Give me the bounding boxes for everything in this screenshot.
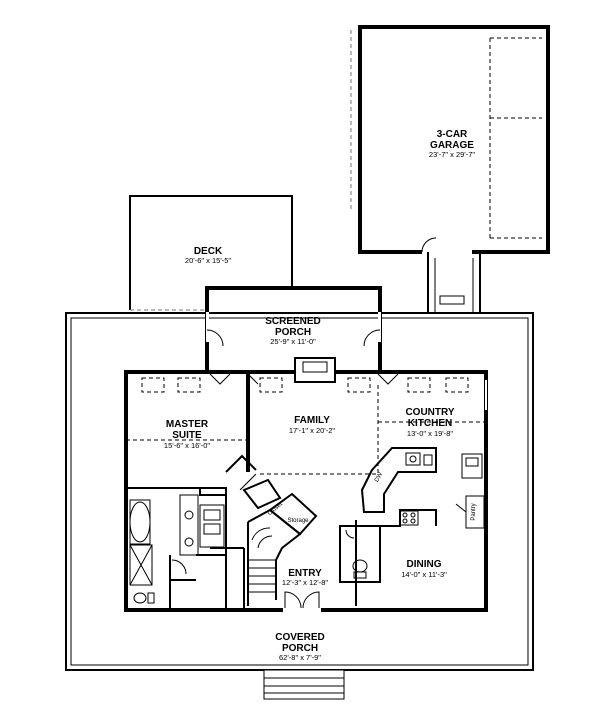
dining-dims: 14'-0" x 11'-3" [401,570,447,579]
covered-porch-name-1: COVERED [275,632,324,643]
garage-dims: 23'-7" x 29'-7" [429,150,475,159]
covered-porch-outline [65,312,534,700]
storage-label: Storage [287,518,309,524]
screened-porch-dims: 25'-9" x 11'-0" [270,337,316,346]
family-dims: 17'-1" x 20'-2" [289,426,335,435]
master-suite [125,372,257,611]
entry-name: ENTRY [288,568,322,579]
garage [350,25,550,254]
pantry-label: Pantry [471,503,477,520]
covered-porch-name-2: PORCH [282,643,318,654]
screened-porch-name-1: SCREENED [265,316,321,327]
master-suite-dims: 15'-6" x 16'-0" [164,441,210,450]
dining-name: DINING [407,559,442,570]
kitchen-dims: 13'-0" x 19'-8" [407,429,453,438]
entry-dims: 12'-3" x 12'-8" [282,578,328,587]
master-suite-name-2: SUITE [172,430,202,441]
garage-steps [427,252,481,312]
stair-core [242,478,318,606]
family-name: FAMILY [294,415,330,426]
garage-name-1: 3-CAR [437,129,468,140]
back-wall-windows [141,373,469,393]
screened-porch-name-2: PORCH [275,327,311,338]
kitchen-name-2: KITCHEN [408,418,452,429]
powder-room [339,525,381,583]
family [260,385,379,475]
deck [129,195,293,311]
screened-porch [205,286,382,372]
dishwasher-label: DW [374,471,384,483]
deck-dims: 20'-6" x 15'-5" [185,256,231,265]
deck-name: DECK [194,246,223,257]
covered-porch-dims: 62'-8" x 7'-9" [279,653,321,662]
master-suite-name-1: MASTER [166,419,209,430]
garage-name-2: GARAGE [430,140,474,151]
kitchen-name-1: COUNTRY [405,407,454,418]
